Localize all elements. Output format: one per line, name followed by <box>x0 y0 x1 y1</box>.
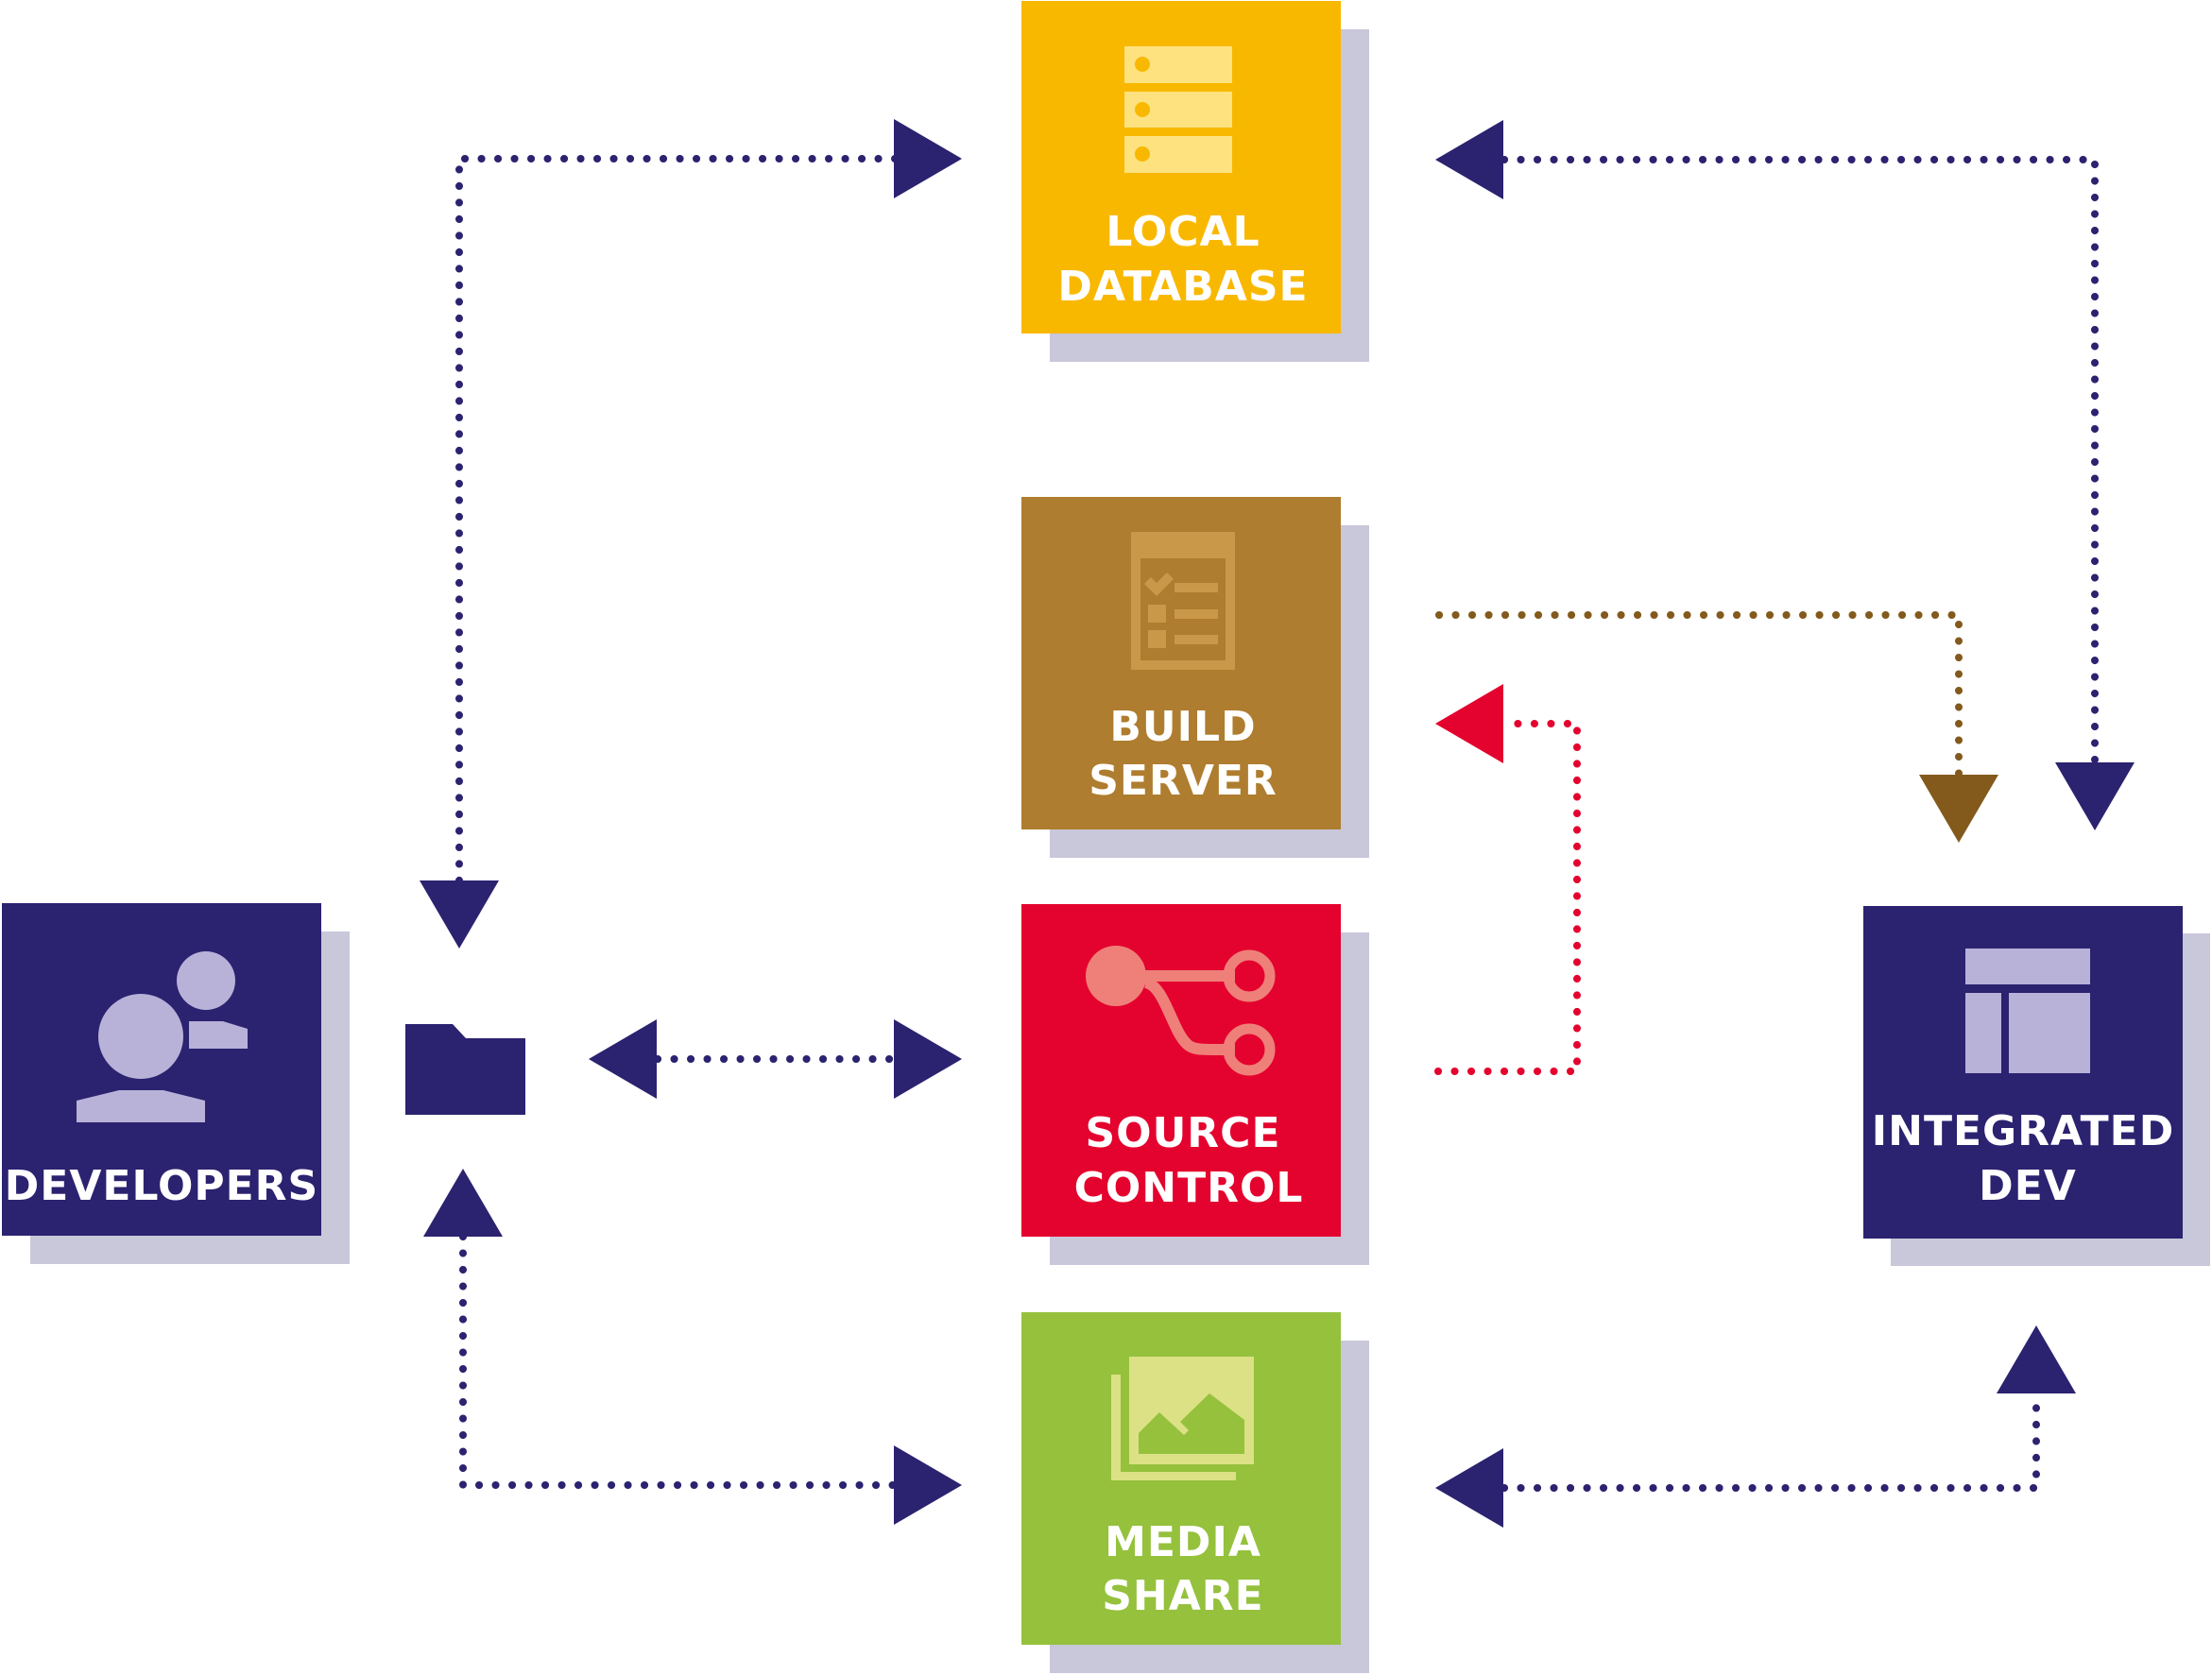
arrowhead-right-icon <box>894 119 962 198</box>
node-local-database[interactable]: LOCAL DATABASE <box>1021 1 1369 362</box>
users-icon <box>77 951 248 1122</box>
connector-build-server-integrated-dev <box>1435 611 1963 778</box>
arrowhead-left-icon <box>589 1019 657 1099</box>
folder-icon <box>405 1024 525 1115</box>
node-label-line-1: BUILD <box>1109 703 1256 751</box>
arrowhead-down-icon <box>2055 762 2135 830</box>
node-label: DEVELOPERS <box>5 1162 318 1210</box>
branch-icon <box>1086 946 1276 1076</box>
node-source-control[interactable]: SOURCE CONTROL <box>1021 904 1369 1265</box>
node-integrated-dev[interactable]: INTEGRATED DEV <box>1863 906 2210 1266</box>
arrowhead-right-icon <box>894 1019 962 1099</box>
connector-local-database-integrated-dev <box>1500 156 2099 766</box>
arrowhead-down-icon <box>1919 775 1998 843</box>
arrowhead-left-icon <box>1435 120 1503 199</box>
node-label-line-1: LOCAL <box>1106 208 1260 256</box>
node-box <box>1021 904 1341 1237</box>
node-build-server[interactable]: BUILD SERVER <box>1021 497 1369 858</box>
connector-media-share-integrated-dev <box>1500 1390 2040 1492</box>
node-label-line-2: DATABASE <box>1057 263 1308 311</box>
node-label-line-1: INTEGRATED <box>1872 1107 2175 1155</box>
connector-folder-local-database <box>455 155 899 884</box>
node-developers[interactable]: DEVELOPERS <box>2 903 350 1264</box>
node-media-share[interactable]: MEDIA SHARE <box>1021 1312 1369 1673</box>
connector-source-control-build-server <box>1434 720 1581 1075</box>
server-stack-icon <box>1124 46 1232 173</box>
arrowhead-left-icon <box>1435 1448 1503 1528</box>
arrowhead-left-icon <box>1435 684 1503 763</box>
image-gallery-icon <box>1111 1357 1254 1480</box>
clipboard-checklist-icon <box>1131 532 1235 670</box>
connectors <box>455 155 2099 1492</box>
node-label-line-2: CONTROL <box>1074 1164 1304 1212</box>
node-label-line-2: SERVER <box>1089 757 1277 805</box>
node-label-line-2: SHARE <box>1102 1572 1264 1620</box>
node-shared-folder[interactable] <box>405 1024 525 1115</box>
connector-folder-media-share <box>459 1233 899 1489</box>
arrowhead-down-icon <box>420 880 499 949</box>
node-label-line-2: DEV <box>1979 1162 2077 1210</box>
arrowhead-up-icon <box>423 1169 503 1237</box>
node-label-line-1: SOURCE <box>1085 1109 1280 1157</box>
arrowhead-up-icon <box>1997 1325 2076 1393</box>
node-label-line-1: MEDIA <box>1105 1518 1261 1566</box>
arrowhead-right-icon <box>894 1445 962 1525</box>
arrowheads <box>420 119 2135 1528</box>
layout-icon <box>1965 949 2090 1073</box>
